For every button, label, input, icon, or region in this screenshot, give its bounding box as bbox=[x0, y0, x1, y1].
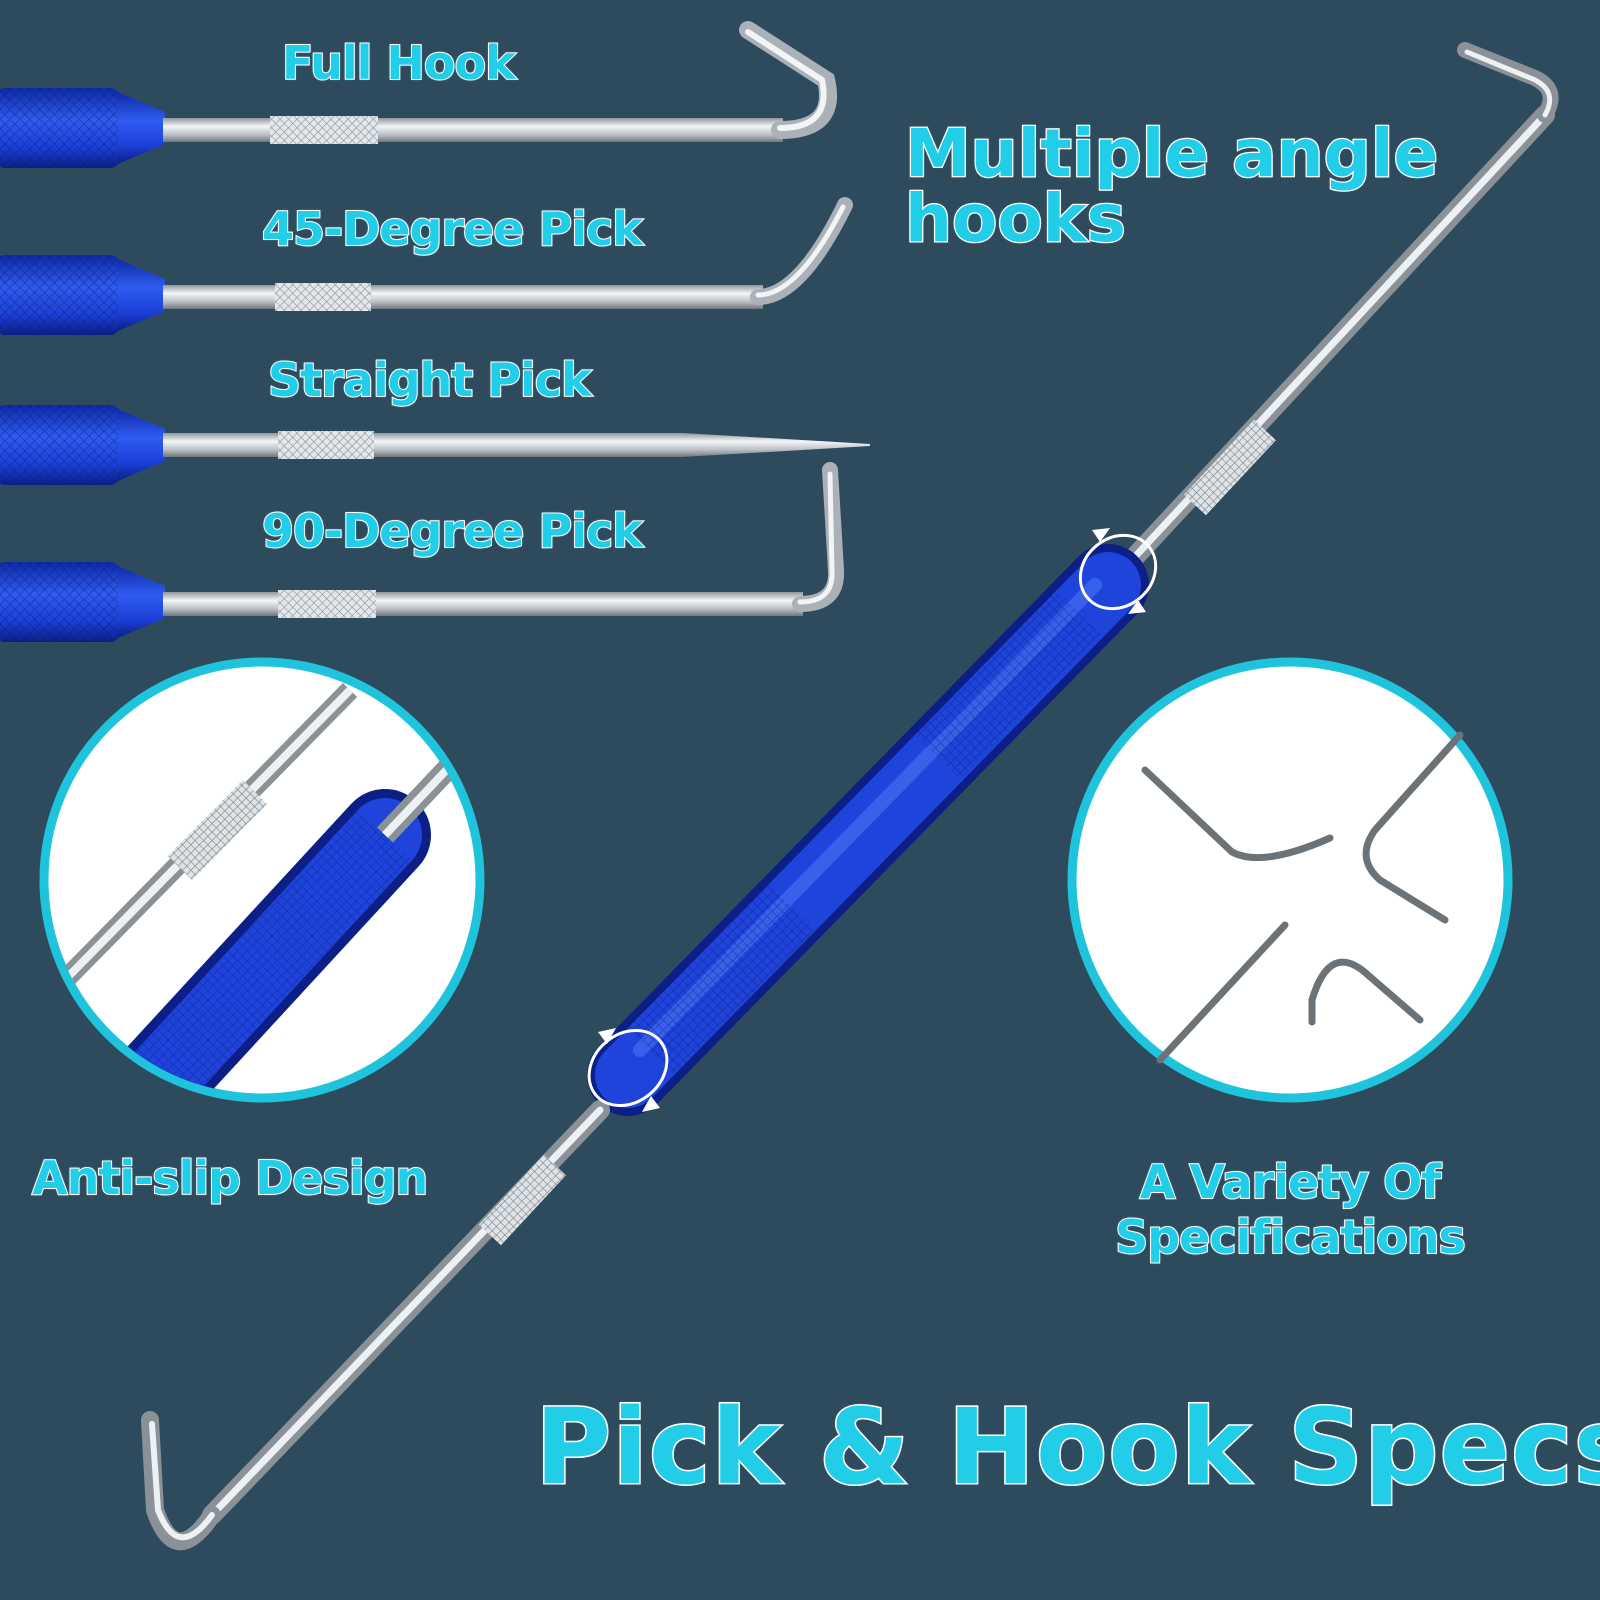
straight-pick-tool bbox=[0, 405, 870, 485]
straight-pick-label: Straight Pick bbox=[267, 353, 593, 407]
pick-45-label: 45-Degree Pick bbox=[261, 202, 644, 256]
full-hook-tool bbox=[0, 21, 837, 168]
variety-line-2: Specifications bbox=[1114, 1209, 1467, 1265]
headline: Multiple angle hooks bbox=[904, 119, 1440, 252]
variety-line-1: A Variety Of bbox=[1139, 1154, 1442, 1210]
pick-90-tool bbox=[0, 462, 845, 642]
pick-45-tool bbox=[0, 197, 853, 335]
double-ended-pick bbox=[141, 42, 1559, 1551]
anti-slip-detail-circle bbox=[39, 657, 485, 1103]
headline-line-1: Multiple angle bbox=[904, 115, 1440, 192]
anti-slip-label: Anti-slip Design bbox=[31, 1151, 429, 1205]
variety-label: A Variety Of Specifications bbox=[1065, 1154, 1515, 1265]
tip-variety-circle bbox=[1067, 657, 1513, 1103]
page-title: Pick & Hook Specs bbox=[534, 1386, 1600, 1508]
pick-90-label: 90-Degree Pick bbox=[261, 504, 644, 558]
headline-line-2: hooks bbox=[904, 179, 1127, 257]
full-hook-label: Full Hook bbox=[281, 36, 517, 90]
